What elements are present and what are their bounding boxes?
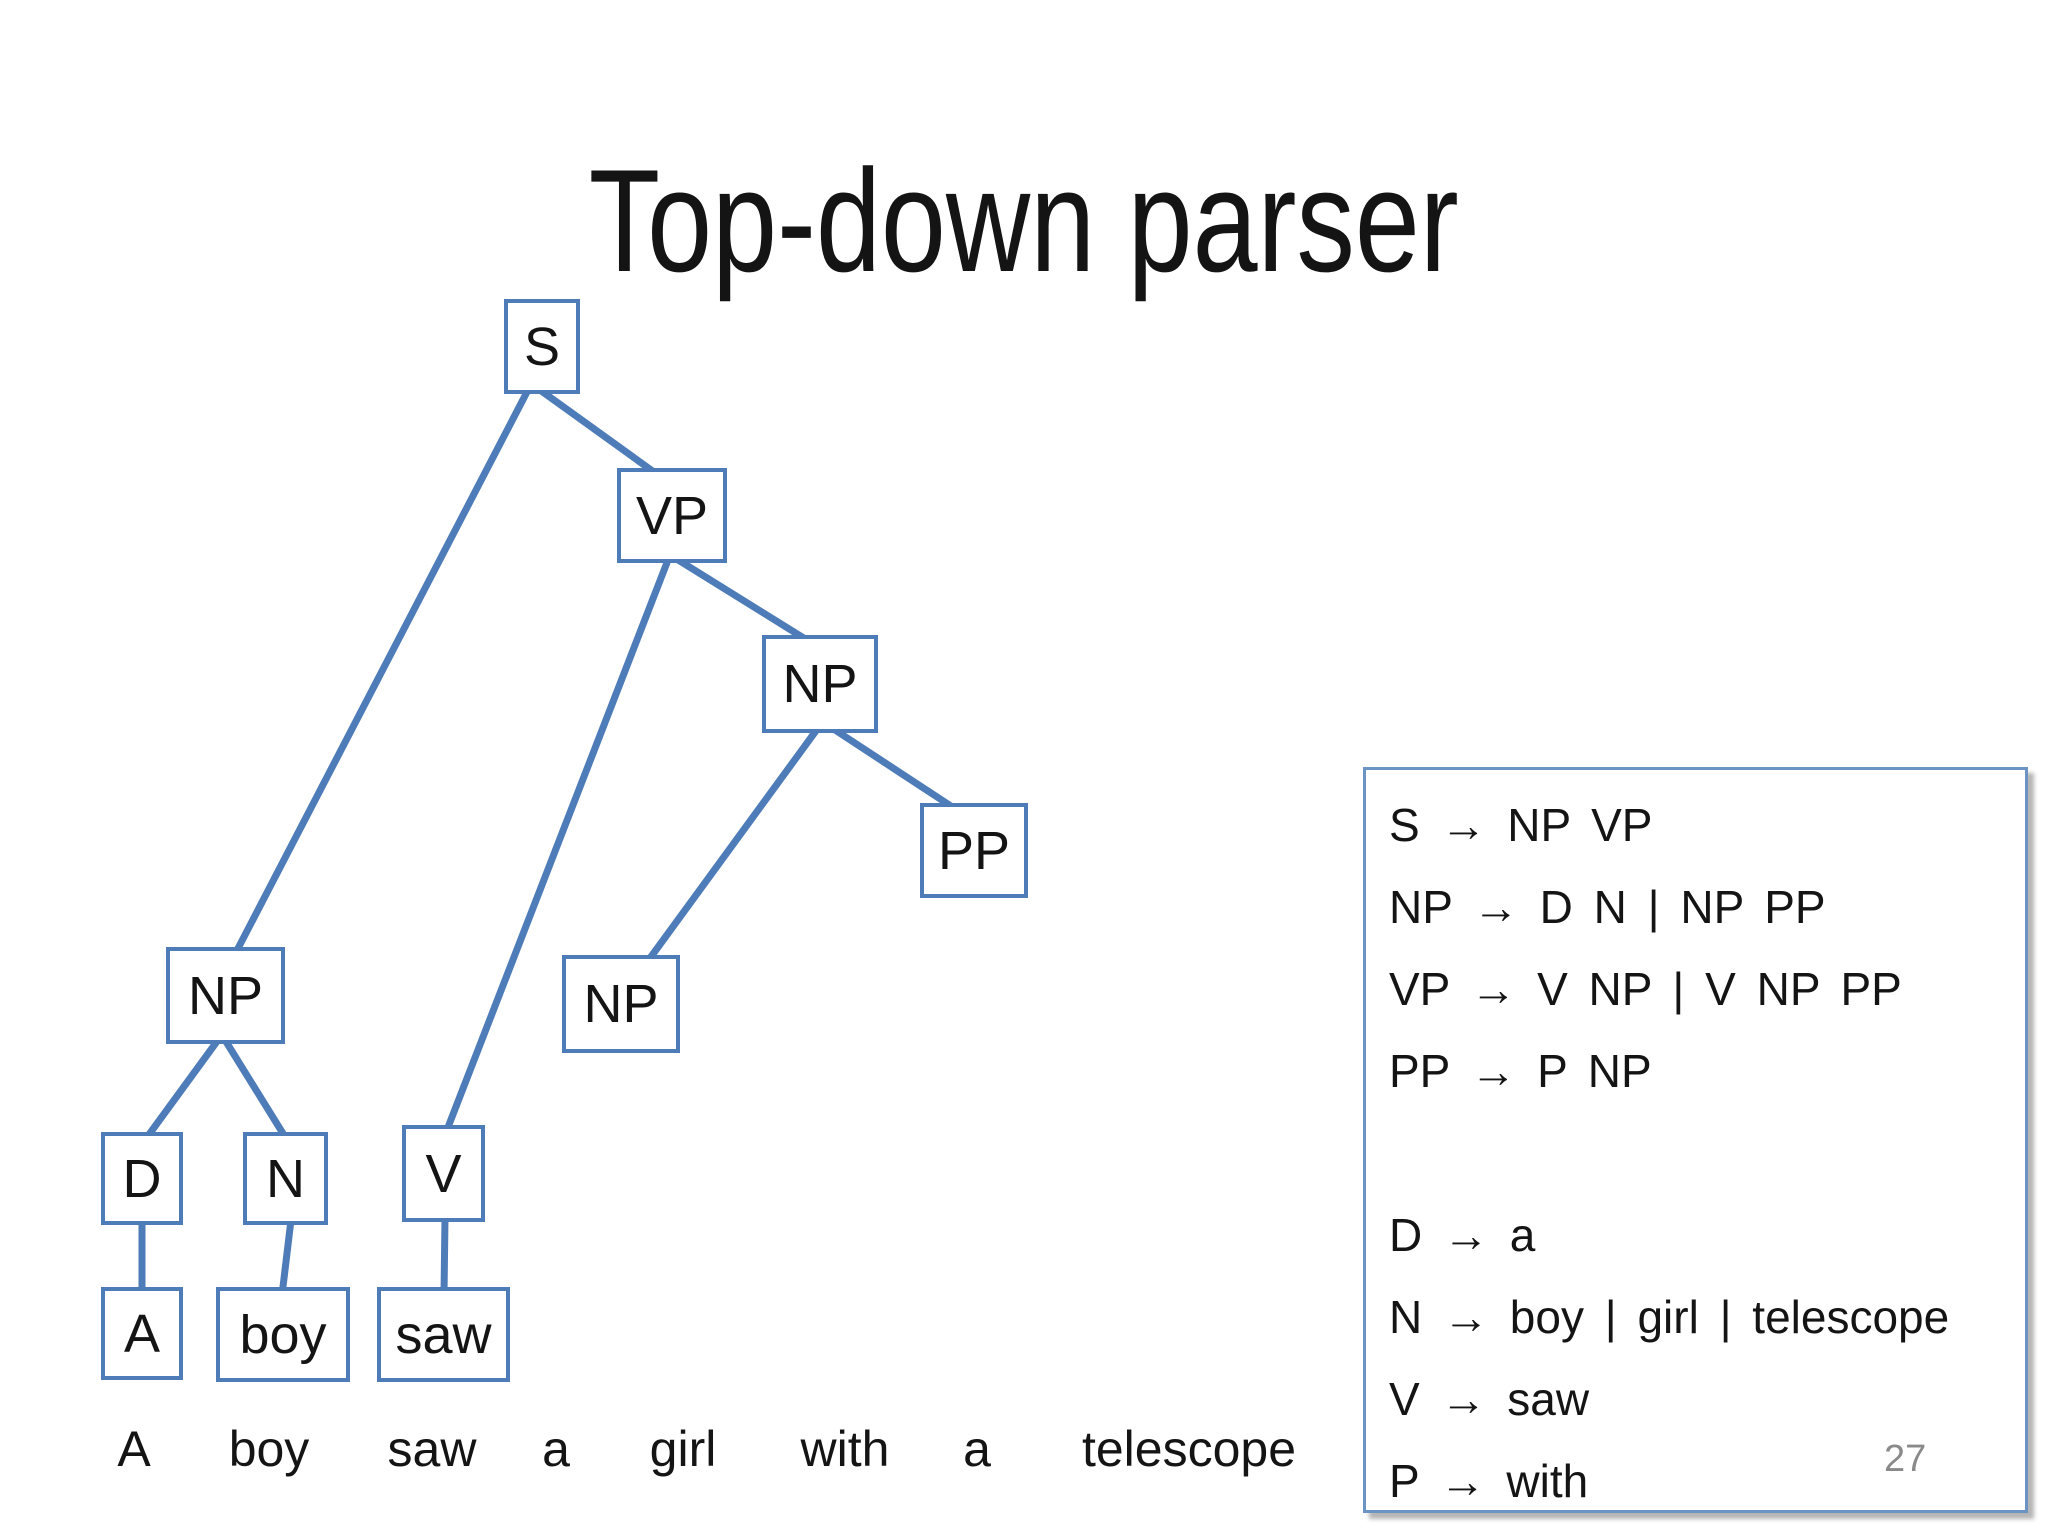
- sentence-word: telescope: [1081, 1421, 1297, 1477]
- grammar-rule: D → a: [1389, 1209, 1536, 1261]
- edge-s-to-vp: [537, 387, 668, 483]
- tree-node-n: N: [243, 1132, 328, 1225]
- grammar-rule: NP → D N | NP PP: [1389, 881, 1826, 933]
- tree-leaf-a: A: [101, 1287, 183, 1380]
- tree-node-pp: PP: [920, 803, 1028, 898]
- grammar-rule: N → boy | girl | telescope: [1389, 1291, 1950, 1343]
- grammar-rule-spacer: [1389, 1112, 1949, 1194]
- grammar-rules-box: S → NP VP NP → D N | NP PP VP → V NP | V…: [1363, 767, 2028, 1513]
- tree-node-np-inner: NP: [562, 955, 680, 1053]
- edge-np-obj-to-np-inner: [642, 725, 821, 968]
- tree-leaf-boy: boy: [216, 1287, 350, 1382]
- tree-node-vp: VP: [617, 468, 727, 563]
- edge-np-subj-to-n: [222, 1038, 290, 1142]
- sentence-word: a: [963, 1421, 991, 1477]
- page-title-text: Top-down parser: [589, 139, 1459, 302]
- page-title: Top-down parser: [0, 148, 2048, 294]
- sentence-word: boy: [228, 1421, 310, 1477]
- edge-vp-to-np-obj: [673, 555, 817, 648]
- tree-node-d: D: [101, 1132, 183, 1225]
- slide-page-number: 27: [1884, 1438, 1927, 1480]
- sentence-word: a: [542, 1421, 570, 1477]
- tree-node-np-subject: NP: [166, 947, 285, 1044]
- edge-v-to-saw: [440, 1217, 449, 1296]
- sentence-word: with: [800, 1421, 890, 1477]
- sentence-word: girl: [649, 1421, 717, 1477]
- edge-np-obj-to-pp: [830, 725, 962, 815]
- grammar-rule: S → NP VP: [1389, 799, 1653, 851]
- edge-np-subj-to-d: [142, 1037, 221, 1143]
- sentence-word: saw: [387, 1421, 477, 1477]
- grammar-rules-list: S → NP VP NP → D N | NP PP VP → V NP | V…: [1389, 784, 1949, 1522]
- edge-s-to-np-subj: [228, 388, 532, 962]
- edge-vp-to-v: [441, 558, 672, 1137]
- grammar-rule: V → saw: [1389, 1373, 1590, 1425]
- grammar-rule: P → with: [1389, 1455, 1589, 1507]
- tree-node-v: V: [402, 1125, 485, 1222]
- grammar-rule: PP → P NP: [1389, 1045, 1652, 1097]
- tree-node-np-object: NP: [762, 635, 878, 733]
- grammar-rule: VP → V NP | V NP PP: [1389, 963, 1902, 1015]
- sentence-word: A: [117, 1421, 151, 1477]
- tree-leaf-saw: saw: [377, 1287, 510, 1382]
- edge-n-to-boy: [278, 1219, 295, 1296]
- tree-node-s: S: [504, 299, 580, 394]
